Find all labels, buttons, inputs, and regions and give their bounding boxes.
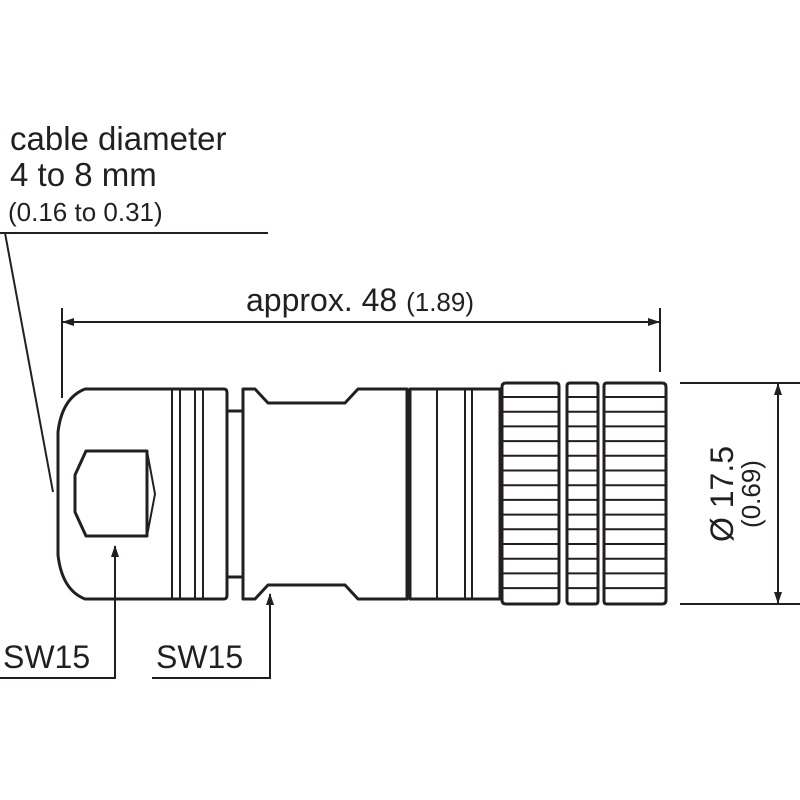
- cable-leader-line: [4, 232, 54, 493]
- connector-body: [56, 381, 668, 606]
- length-dimension: approx. 48 (1.89): [61, 282, 661, 398]
- middle-body: [241, 387, 409, 601]
- diameter-imperial-label: (0.69): [736, 460, 766, 528]
- wrench-size-callout-1: SW15: [0, 545, 119, 679]
- cable-label-line2: 4 to 8 mm: [10, 156, 157, 193]
- wrench-size-callout-2: SW15: [152, 593, 274, 679]
- hex-flat: [73, 449, 149, 538]
- wrench-label-1: SW15: [3, 639, 90, 675]
- diameter-label: Ø 17.5: [704, 446, 740, 542]
- sleeve: [408, 387, 502, 601]
- cable-label-line3: (0.16 to 0.31): [8, 197, 163, 227]
- cable-diameter-callout: cable diameter 4 to 8 mm (0.16 to 0.31): [0, 120, 268, 493]
- neck: [227, 409, 243, 579]
- cable-gland-cap: [56, 387, 229, 601]
- wrench-label-2: SW15: [156, 639, 243, 675]
- knurled-coupling-nut: [500, 381, 668, 606]
- cable-label-line1: cable diameter: [10, 120, 226, 157]
- diameter-dimension: Ø 17.5 (0.69): [680, 382, 800, 605]
- length-label: approx. 48 (1.89): [246, 282, 474, 318]
